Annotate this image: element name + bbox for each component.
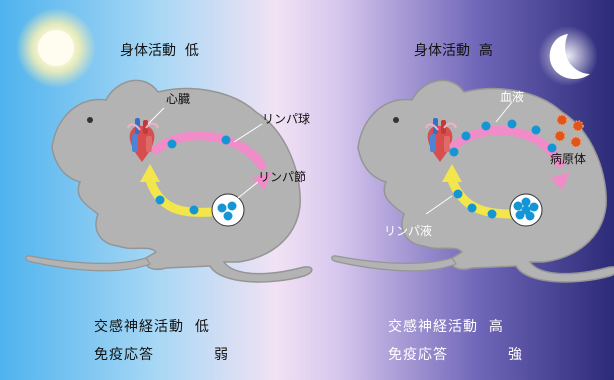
cell-dot bbox=[508, 120, 517, 129]
cell-dot bbox=[468, 204, 477, 213]
cell-dot bbox=[454, 190, 463, 199]
cell-dot bbox=[482, 122, 491, 131]
pathogen-label: 病原体 bbox=[550, 150, 586, 167]
left-immune-label: 免疫応答 bbox=[94, 347, 154, 363]
cell-dot bbox=[488, 210, 497, 219]
heart-label: 心臓 bbox=[166, 90, 190, 107]
cell-dot bbox=[532, 126, 541, 135]
right-immune-level: 強 bbox=[508, 344, 523, 364]
lymph-node-label: リンパ節 bbox=[258, 168, 306, 185]
sun-icon bbox=[16, 8, 96, 88]
blood-label: 血液 bbox=[500, 88, 524, 105]
right-sympathetic-row: 交感神経活動 高 bbox=[388, 316, 504, 336]
cell-dot bbox=[168, 140, 177, 149]
left-lymph-node bbox=[212, 194, 244, 226]
right-sympathetic-label: 交感神経活動 bbox=[388, 319, 478, 335]
right-header: 身体活動 高 bbox=[414, 40, 493, 60]
cell-dot bbox=[190, 206, 199, 215]
left-sympathetic-row: 交感神経活動 低 bbox=[94, 316, 210, 336]
left-sympathetic-label: 交感神経活動 bbox=[94, 319, 184, 335]
lymph-fluid-label: リンパ液 bbox=[384, 222, 432, 239]
left-immune-level: 弱 bbox=[214, 344, 229, 364]
cell-dot bbox=[450, 148, 459, 157]
right-immune-label: 免疫応答 bbox=[388, 347, 448, 363]
left-header-level: 低 bbox=[185, 43, 199, 59]
crescent-moon-icon bbox=[538, 26, 598, 86]
right-header-level: 高 bbox=[479, 43, 493, 59]
right-sympathetic-level: 高 bbox=[489, 319, 504, 335]
lymphocyte-label: リンパ球 bbox=[262, 110, 310, 127]
left-header: 身体活動 低 bbox=[120, 40, 199, 60]
right-immune-row: 免疫応答 bbox=[388, 344, 448, 364]
left-header-label: 身体活動 bbox=[120, 43, 176, 59]
right-header-label: 身体活動 bbox=[414, 43, 470, 59]
cell-dot bbox=[462, 132, 471, 141]
cell-dot bbox=[222, 136, 231, 145]
left-immune-row: 免疫応答 bbox=[94, 344, 154, 364]
left-sympathetic-level: 低 bbox=[195, 319, 210, 335]
cell-dot bbox=[156, 196, 165, 205]
